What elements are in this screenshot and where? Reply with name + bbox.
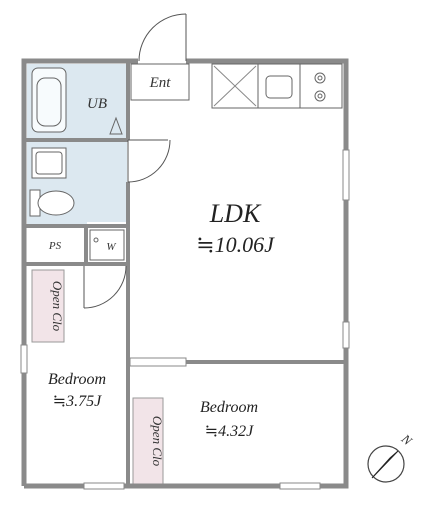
- bedroom-right-area: ≒4.32J: [205, 423, 254, 440]
- washroom-door: [127, 139, 171, 183]
- unit-bath-label: UB: [87, 96, 107, 112]
- washer-pan: [89, 229, 125, 261]
- open-closet-left-floor: [31, 269, 65, 343]
- entrance-door: [138, 13, 187, 62]
- compass-label: N: [398, 430, 416, 449]
- ldk-name: LDK: [209, 199, 262, 228]
- bedroom-left-area: ≒3.75J: [53, 393, 102, 410]
- open-closet-right-label: Open Clo: [150, 416, 165, 467]
- kitchen-sink: [265, 75, 293, 99]
- north-compass-icon: [367, 445, 405, 483]
- bedroom-left-door: [83, 265, 127, 309]
- entrance-label: Ent: [149, 75, 172, 91]
- open-closet-left-label: Open Clo: [50, 281, 65, 332]
- pipe-space-label: PS: [48, 240, 62, 252]
- bedroom-left-name: Bedroom: [48, 371, 106, 388]
- windows: [20, 149, 350, 490]
- bath-faucet-icon: [109, 116, 123, 135]
- interior-walls: [22, 61, 346, 486]
- kitchen-counter: [211, 63, 343, 109]
- wash-basin: [31, 147, 67, 179]
- ldk-area: ≒10.06J: [196, 232, 275, 257]
- bedroom-right-name: Bedroom: [200, 399, 258, 416]
- bedroom-right-sliding-door: [129, 357, 187, 367]
- refrigerator-space: [213, 65, 257, 107]
- stove-burners: [314, 72, 326, 102]
- washer-label: W: [106, 241, 116, 253]
- bathtub: [31, 67, 67, 133]
- toilet: [29, 189, 75, 217]
